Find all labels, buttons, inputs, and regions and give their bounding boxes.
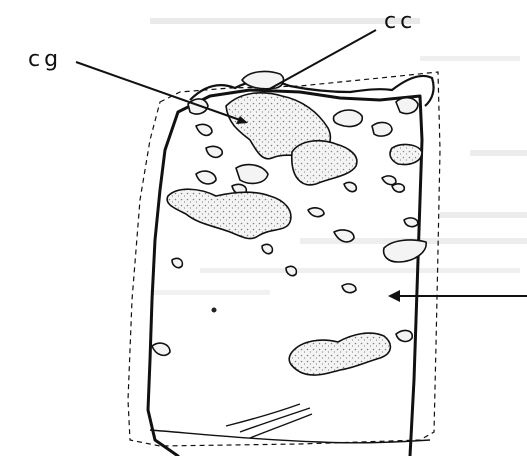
bottom-edge xyxy=(150,430,430,443)
inclusion-left-1 xyxy=(188,99,208,114)
inclusion-center-1 xyxy=(308,208,324,217)
inclusion-left-4 xyxy=(236,165,268,184)
inclusion-right-8 xyxy=(392,184,404,192)
inclusion-right-6 xyxy=(404,218,418,227)
label-cc: cc xyxy=(384,9,416,34)
bottom-crack-lines xyxy=(226,404,312,438)
inclusion-left-2 xyxy=(196,124,212,135)
inclusion-dot xyxy=(212,308,217,313)
inclusion-center-6 xyxy=(344,182,356,191)
inclusion-right-5 xyxy=(384,240,427,262)
inclusion-right-7 xyxy=(382,176,396,185)
inclusion-left-5 xyxy=(196,171,216,184)
inclusion-large-lower-stipple xyxy=(289,333,390,375)
inclusion-right-3 xyxy=(396,98,418,114)
inclusion-center-4 xyxy=(286,266,296,275)
inclusion-right-1 xyxy=(333,110,362,127)
inclusion-center-7 xyxy=(172,258,182,267)
inclusion-lower-right-small xyxy=(396,331,412,342)
cap-fragment xyxy=(242,72,283,89)
inclusion-left-3 xyxy=(206,146,222,157)
cc-leader-line xyxy=(264,30,376,92)
right-arrowhead xyxy=(388,290,400,302)
inclusion-upper-right-stipple xyxy=(292,141,357,185)
inclusion-right-2 xyxy=(372,123,392,137)
inclusion-lower-left xyxy=(152,343,170,355)
inclusion-center-5 xyxy=(342,284,356,293)
label-cg: cg xyxy=(28,47,62,72)
inclusion-center-3 xyxy=(262,244,272,253)
